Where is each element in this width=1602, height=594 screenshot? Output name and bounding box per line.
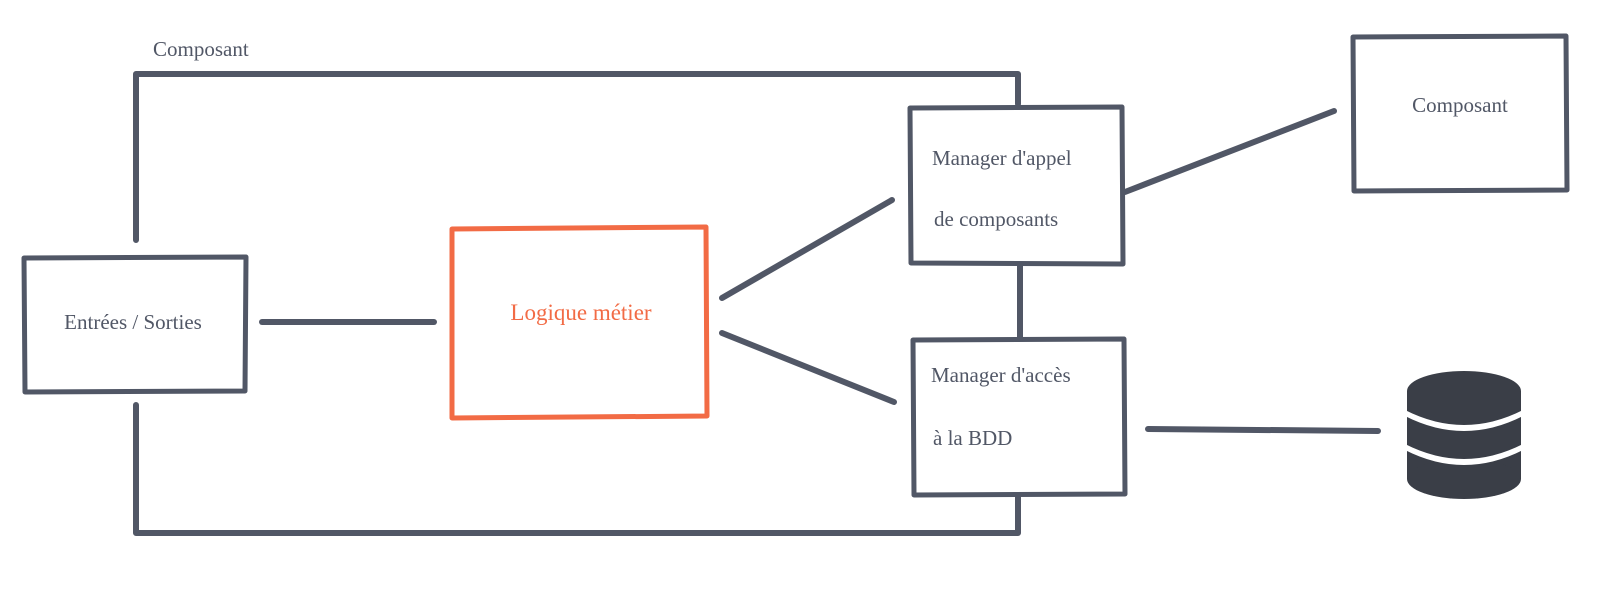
call-manager-label-line2: de composants xyxy=(934,207,1058,231)
logic-label: Logique métier xyxy=(510,300,651,325)
external-component-box xyxy=(1350,33,1570,194)
io-node[interactable]: Entrées / Sorties xyxy=(21,254,249,395)
connector-logic-to-db-manager xyxy=(719,330,897,405)
connector-call-manager-to-component xyxy=(1122,108,1337,195)
component-boundary-top xyxy=(133,71,1021,243)
call-manager-node[interactable]: Manager d'appel de composants xyxy=(907,104,1126,267)
db-manager-box xyxy=(910,336,1128,498)
db-manager-label-line1: Manager d'accès xyxy=(931,363,1071,387)
io-box xyxy=(21,254,249,395)
component-boundary-bottom xyxy=(133,402,1021,536)
io-label: Entrées / Sorties xyxy=(64,310,202,334)
call-manager-box xyxy=(907,104,1126,267)
logic-node[interactable]: Logique métier xyxy=(449,224,710,421)
external-component-node[interactable]: Composant xyxy=(1350,33,1570,194)
external-component-label: Composant xyxy=(1412,93,1508,117)
db-manager-node[interactable]: Manager d'accès à la BDD xyxy=(910,336,1128,498)
db-manager-label-line2: à la BDD xyxy=(933,426,1012,450)
component-boundary-label: Composant xyxy=(153,37,249,61)
call-manager-label-line1: Manager d'appel xyxy=(932,146,1072,170)
connector-logic-to-call-manager xyxy=(719,197,895,301)
logic-box xyxy=(449,224,710,421)
connector-db-manager-to-database xyxy=(1145,426,1381,434)
database-icon xyxy=(1405,371,1523,499)
